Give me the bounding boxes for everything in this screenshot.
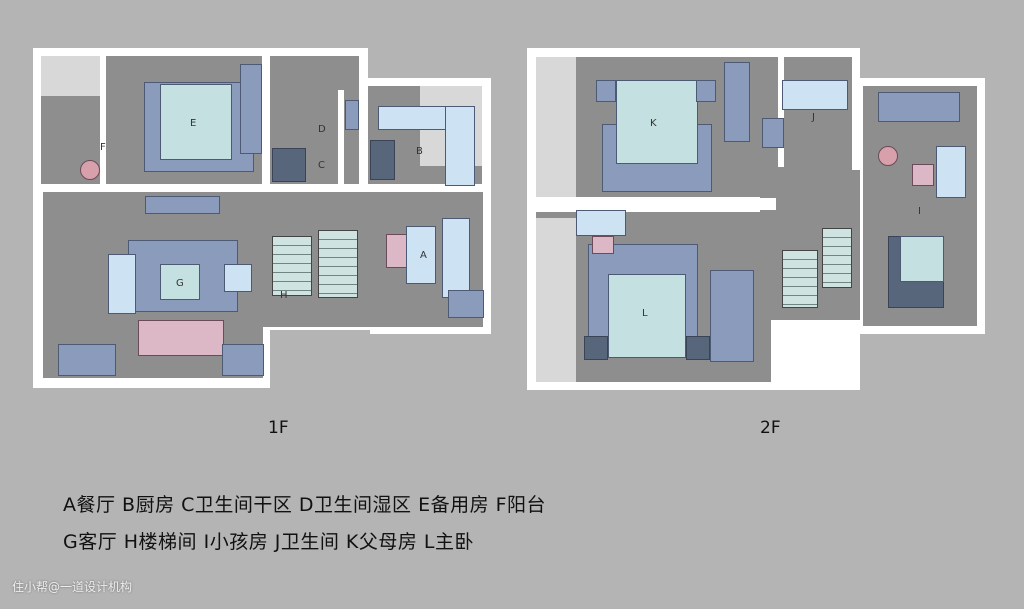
- legend-line-2: G客厅 H楼梯间 I小孩房 J卫生间 K父母房 L主卧: [63, 531, 474, 553]
- room-label-h: H: [280, 290, 288, 301]
- legend-line-1: A餐厅 B厨房 C卫生间干区 D卫生间湿区 E备用房 F阳台: [63, 494, 547, 516]
- floor-label-1f: 1F: [268, 418, 289, 438]
- room-label-d: D: [318, 124, 326, 135]
- room-label-l: L: [642, 308, 648, 319]
- floor-label-2f: 2F: [760, 418, 781, 438]
- room-label-g: G: [176, 278, 184, 289]
- room-label-j: J: [812, 112, 815, 123]
- watermark: 住小帮@一道设计机构: [12, 580, 133, 594]
- room-label-f: F: [100, 142, 106, 153]
- room-label-c: C: [318, 160, 325, 171]
- room-label-i: I: [918, 206, 921, 217]
- room-label-k: K: [650, 118, 657, 129]
- room-label-e: E: [190, 118, 197, 129]
- room-label-b: B: [416, 146, 423, 157]
- room-label-a: A: [420, 250, 427, 261]
